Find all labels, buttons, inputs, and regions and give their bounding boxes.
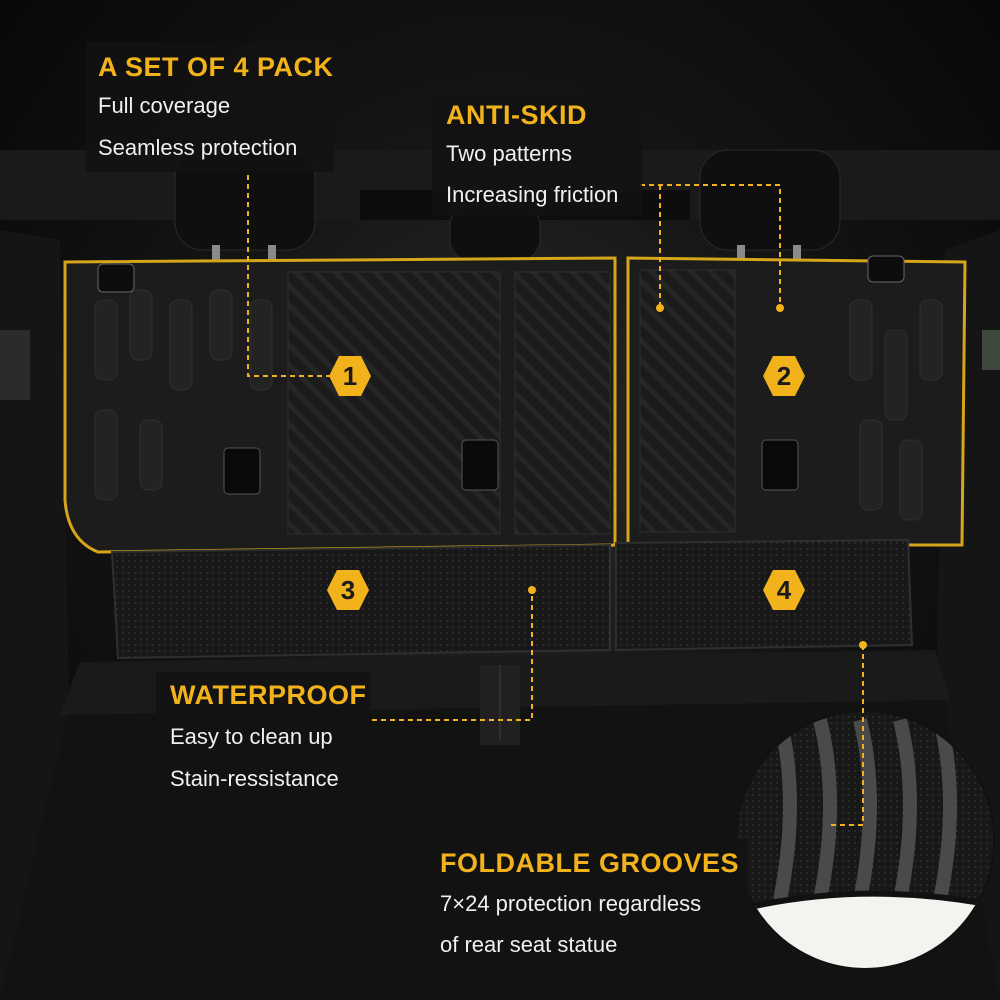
callout-skid-title: ANTI-SKID	[446, 100, 587, 130]
badge-2: 2	[762, 354, 806, 398]
callout-groove-line-2: of rear seat statue	[440, 932, 618, 957]
callout-water: WATERPROOF Easy to clean up Stain-ressis…	[156, 672, 370, 804]
badge-3: 3	[326, 568, 370, 612]
side-light-right	[982, 330, 1000, 370]
callout-pack-line-1: Full coverage	[98, 93, 231, 118]
leader-dots	[528, 304, 867, 649]
side-vent-left	[0, 330, 30, 400]
badge-1: 1	[328, 354, 372, 398]
callout-water-line-2: Stain-ressistance	[170, 766, 339, 791]
mat-panel-4	[615, 538, 914, 652]
callout-skid-line-2: Increasing friction	[446, 182, 619, 207]
callout-pack-title: A SET OF 4 PACK	[98, 52, 334, 82]
callout-water-title: WATERPROOF	[170, 680, 367, 710]
leader-lines	[247, 175, 864, 826]
callout-pack-line-2: Seamless protection	[98, 135, 298, 160]
badge-4: 4	[762, 568, 806, 612]
headrest-right	[699, 149, 841, 267]
mat-panel-1	[63, 256, 617, 554]
groove-zoom	[735, 710, 995, 970]
callout-groove: FOLDABLE GROOVES 7×24 protection regardl…	[428, 838, 748, 972]
callout-skid: ANTI-SKID Two patterns Increasing fricti…	[432, 94, 642, 216]
callout-groove-line-1: 7×24 protection regardless	[440, 891, 702, 916]
callout-water-line-1: Easy to clean up	[170, 724, 333, 749]
mat-panel-2	[626, 255, 967, 547]
callout-groove-title: FOLDABLE GROOVES	[440, 848, 740, 878]
callout-skid-line-1: Two patterns	[446, 141, 572, 166]
callout-pack: A SET OF 4 PACK Full coverage Seamless p…	[86, 42, 334, 172]
